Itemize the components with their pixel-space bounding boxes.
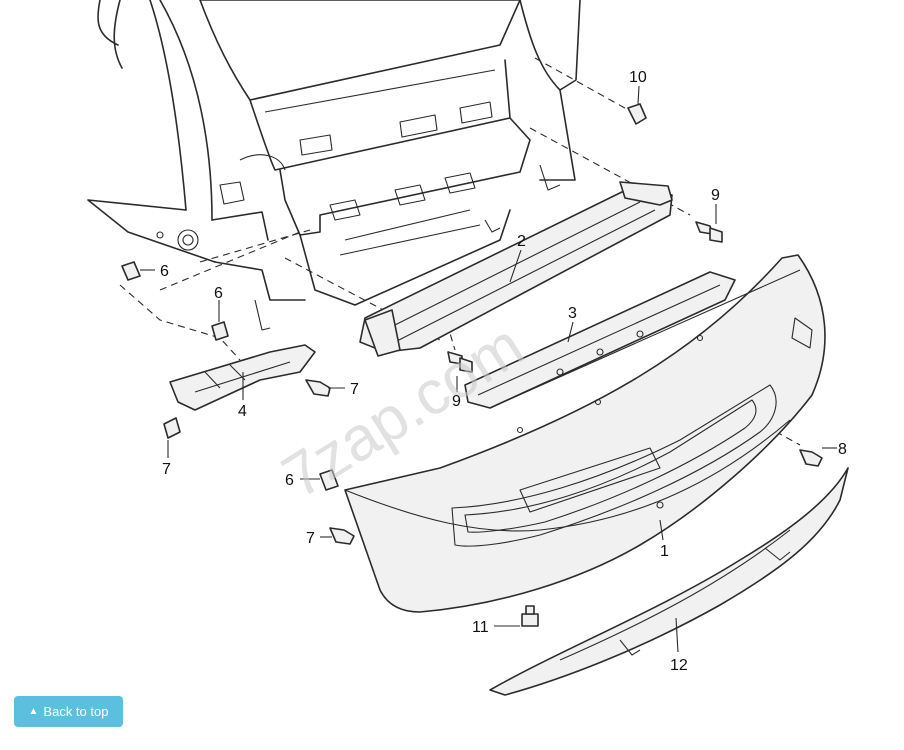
screw-7-left-icon [163,417,181,439]
callout-4: 4 [238,403,247,420]
callout-labels: 10 9 2 3 9 6 6 7 4 7 6 7 8 1 11 12 [160,69,847,674]
fasteners [121,103,823,627]
clip-6-middle-icon [211,321,229,341]
callout-11: 11 [472,619,489,636]
back-to-top-button[interactable]: ▲ Back to top [14,696,123,727]
bolt-9-upper-icon [695,221,723,243]
screw-8-icon [799,449,823,467]
callout-7-right: 7 [350,381,359,398]
callout-8: 8 [838,441,847,458]
chevron-up-icon: ▲ [28,705,39,717]
back-to-top-label: Back to top [43,704,109,719]
rear-body-panel [87,0,581,331]
leader-lines [140,85,837,653]
bolt-9-lower-icon [447,351,473,373]
rear-diffuser [489,467,849,696]
callout-2: 2 [517,233,526,250]
energy-absorber [464,271,736,409]
clip-6-lower-icon [319,469,339,491]
clip-6-upper-icon [121,261,141,281]
bumper-cover [344,254,826,613]
impact-bar [359,181,673,357]
screw-7-right-icon [305,379,331,397]
screw-7-bumper-icon [329,527,355,545]
callout-9-upper: 9 [711,187,720,204]
callout-12: 12 [670,657,688,674]
callout-3: 3 [568,305,577,322]
clip-11-icon [521,605,539,627]
callout-6-upper: 6 [160,263,169,280]
callout-9-lower: 9 [452,393,461,410]
callout-6-middle: 6 [214,285,223,302]
screw-10-icon [627,103,647,125]
callout-1: 1 [660,543,669,560]
callout-7-bumper: 7 [306,530,315,547]
callout-10: 10 [629,69,647,86]
callout-6-lower: 6 [285,472,294,489]
callout-7-left: 7 [162,461,171,478]
